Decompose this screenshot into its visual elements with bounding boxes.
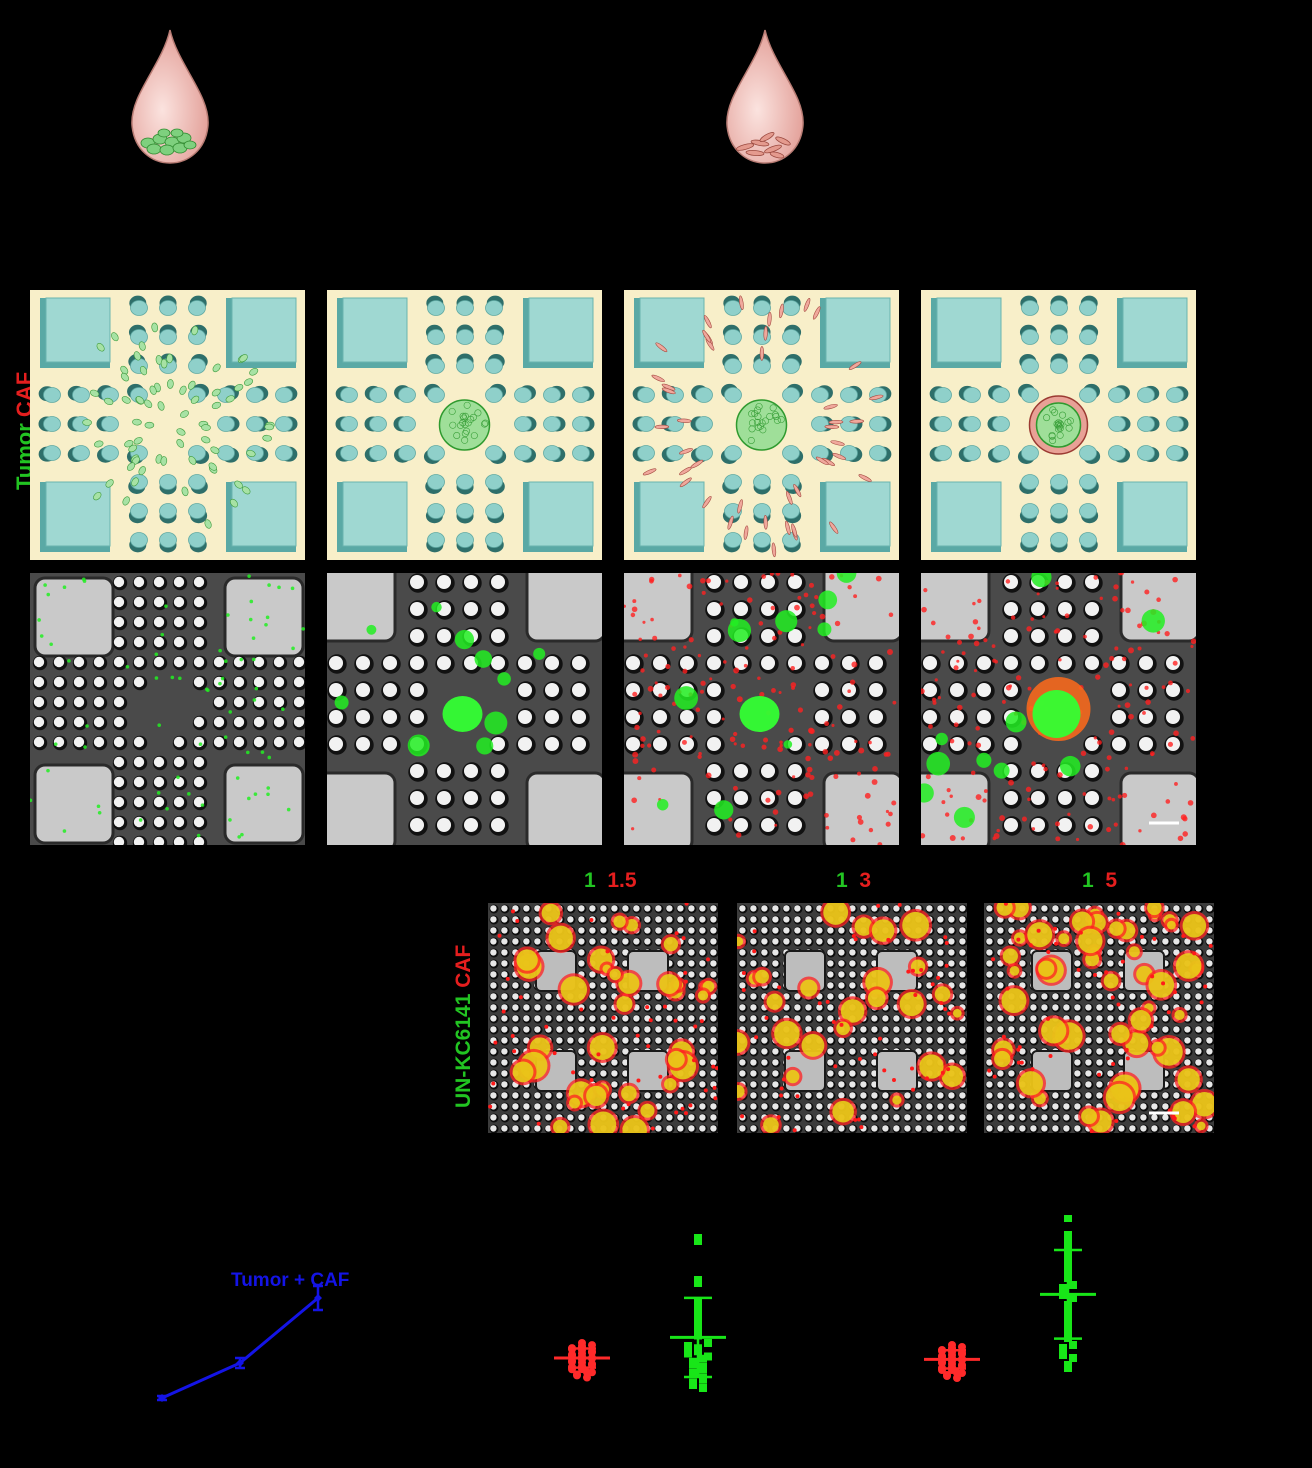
dot (588, 1341, 596, 1350)
micrograph-panel-4 (921, 573, 1196, 845)
data-point (314, 1294, 322, 1302)
dot-plot-2 (924, 1215, 1096, 1382)
schematic-panel-2 (327, 290, 602, 560)
dot (684, 1342, 692, 1350)
dot (1069, 1341, 1077, 1349)
ratio-tumor-value: 1 (836, 869, 848, 892)
ratio-row-label: UN-KC6141 CAF (452, 945, 476, 1108)
dot (1059, 1344, 1067, 1352)
dot (1069, 1354, 1077, 1362)
tumor-droplet-icon (131, 29, 209, 164)
ratio-header-3: 1 5 (1082, 869, 1117, 893)
data-point (236, 1359, 244, 1367)
micrograph-panel-2 (327, 573, 602, 845)
dot (694, 1237, 702, 1245)
growth-line-chart (157, 1284, 323, 1402)
micrograph-panel-1 (30, 573, 305, 845)
dot (699, 1354, 707, 1363)
dot (699, 1384, 707, 1392)
cell-line-label: UN-KC6141 (452, 993, 475, 1108)
dot (588, 1368, 596, 1377)
caf-droplet-icon (726, 29, 804, 164)
dot-plot-1 (554, 1234, 726, 1392)
dot (699, 1363, 707, 1371)
data-point (158, 1394, 166, 1402)
dot (1064, 1215, 1072, 1222)
ratio-tumor-value: 1 (1082, 869, 1094, 892)
dot (1064, 1364, 1072, 1372)
dot (684, 1349, 692, 1358)
dot (1059, 1351, 1067, 1359)
ratio-caf-value: 5 (1105, 869, 1118, 892)
schematic-panel-3 (624, 290, 899, 560)
dot (689, 1368, 697, 1377)
schematic-panel-4 (921, 290, 1196, 560)
dot (689, 1378, 697, 1387)
dot (1059, 1284, 1067, 1292)
dot (573, 1371, 581, 1380)
ratio-micrograph-3 (984, 903, 1214, 1133)
dot (943, 1372, 951, 1380)
line-legend: Tumor + CAF (231, 1270, 350, 1291)
dot (588, 1348, 596, 1357)
ratio-caf-value: 1.5 (607, 869, 637, 892)
dot (689, 1357, 697, 1366)
ratio-header-1: 1 1.5 (584, 869, 637, 893)
dot (1069, 1294, 1077, 1302)
dot (1069, 1281, 1077, 1289)
dot (958, 1350, 966, 1358)
ratio-micrograph-2 (737, 903, 967, 1133)
schematic-panel-1 (30, 290, 305, 560)
caf-label: CAF (452, 944, 475, 988)
ratio-caf-value: 3 (859, 869, 872, 892)
micrograph-panel-3 (624, 573, 899, 845)
ratio-tumor-value: 1 (584, 869, 596, 892)
ratio-header-2: 1 3 (836, 869, 871, 893)
dot (694, 1279, 702, 1287)
ratio-micrograph-1 (488, 903, 718, 1133)
series-line (161, 1296, 319, 1400)
dot (704, 1352, 712, 1361)
dot (1064, 1244, 1072, 1252)
dot (1064, 1234, 1072, 1242)
dot (704, 1339, 712, 1347)
dot (958, 1369, 966, 1377)
